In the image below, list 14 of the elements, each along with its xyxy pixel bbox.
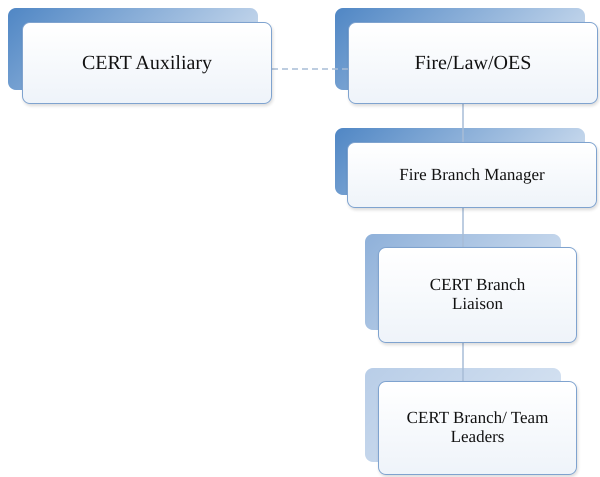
org-box bbox=[22, 22, 272, 104]
node-label: CERT Auxiliary bbox=[82, 52, 212, 74]
node-label: Fire Branch Manager bbox=[399, 166, 545, 184]
node-label: CERT Branch/ Team Leaders bbox=[406, 409, 550, 447]
org-box bbox=[347, 142, 597, 208]
org-box bbox=[348, 22, 598, 104]
connector-line bbox=[462, 343, 464, 381]
org-box bbox=[378, 247, 577, 343]
node-label: CERT Branch Liaison bbox=[428, 276, 526, 314]
connector-line bbox=[462, 104, 464, 142]
connector-line bbox=[462, 208, 464, 247]
org-box bbox=[378, 381, 577, 475]
connector-line bbox=[272, 68, 348, 70]
node-label: Fire/Law/OES bbox=[414, 52, 532, 74]
